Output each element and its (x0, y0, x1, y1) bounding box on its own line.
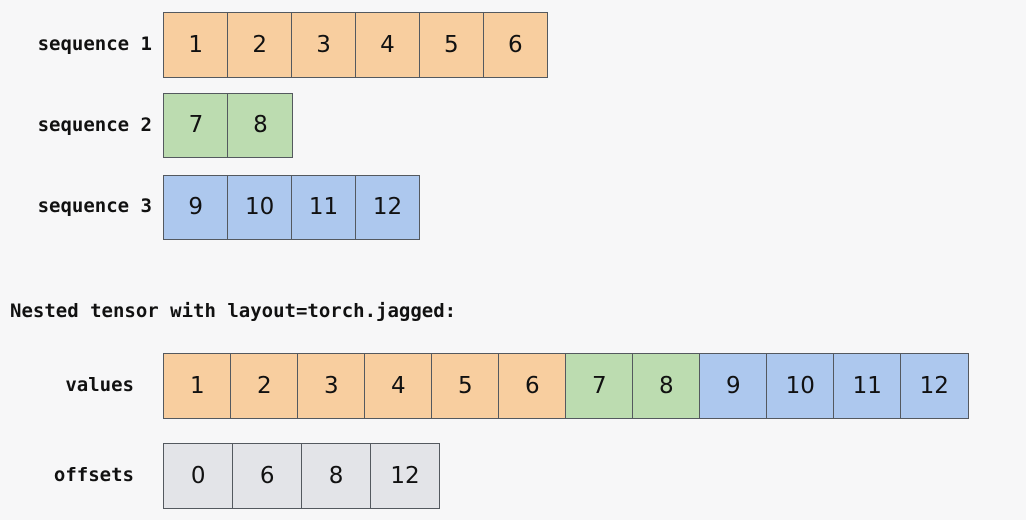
sequence-1-cell: 6 (482, 12, 549, 78)
sequence-1-cell: 2 (226, 12, 293, 78)
sequence-3-label: sequence 3 (37, 195, 152, 217)
sequence-2-cell: 7 (163, 93, 229, 158)
sequence-3-cell: 12 (354, 175, 421, 240)
values-cell: 11 (833, 353, 902, 419)
values-label: values (65, 374, 134, 396)
offsets-cell: 6 (231, 443, 303, 509)
values-cell: 6 (498, 353, 567, 419)
values-cell: 5 (431, 353, 500, 419)
sequence-1-cell: 5 (418, 12, 485, 78)
values-cell: 3 (297, 353, 366, 419)
sequence-3-cell: 11 (290, 175, 357, 240)
offsets-label: offsets (53, 464, 134, 486)
sequence-2-cell: 8 (227, 93, 294, 158)
sequence-1-cell: 3 (290, 12, 357, 78)
values-cell: 10 (766, 353, 835, 419)
sequence-1-cell: 1 (163, 12, 229, 78)
sequence-1-label: sequence 1 (37, 33, 152, 55)
sequence-3-cell: 9 (163, 175, 229, 240)
offsets-cell: 0 (163, 443, 234, 509)
values-cell: 2 (230, 353, 299, 419)
sequence-2-label: sequence 2 (37, 114, 152, 136)
sequence-3-cell: 10 (226, 175, 293, 240)
values-cell: 8 (632, 353, 701, 419)
values-cell: 1 (163, 353, 232, 419)
offsets-cell: 12 (369, 443, 441, 509)
values-cell: 7 (565, 353, 634, 419)
values-cell: 9 (699, 353, 768, 419)
offsets-cell: 8 (300, 443, 372, 509)
values-cell: 12 (900, 353, 969, 419)
values-cell: 4 (364, 353, 433, 419)
page-title: Nested tensor with layout=torch.jagged: (10, 300, 457, 322)
sequence-1-cell: 4 (354, 12, 421, 78)
